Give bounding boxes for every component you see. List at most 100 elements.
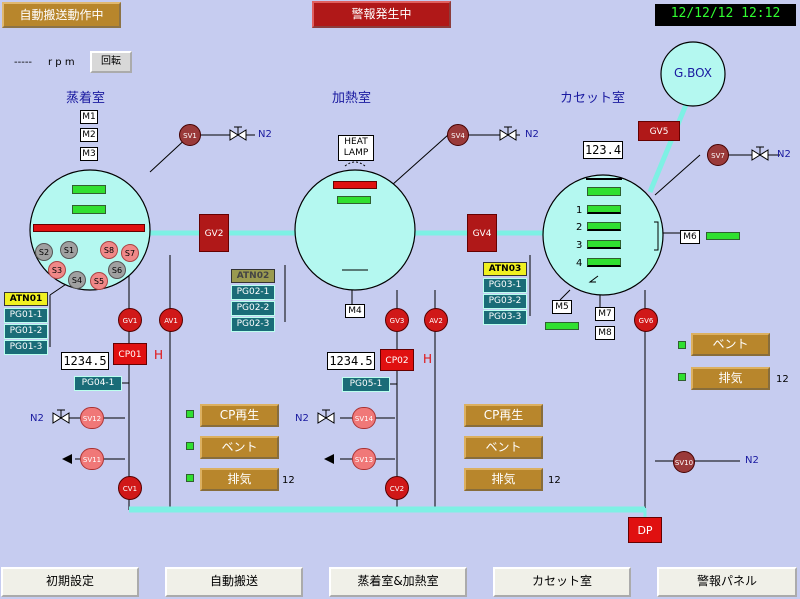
cryo-pump-cp01[interactable]: CP01 <box>113 343 147 365</box>
gauge-atn02[interactable]: ATN02 <box>231 269 275 283</box>
cp-regen-button-2[interactable]: CP再生 <box>464 404 543 427</box>
rpm-unit: r p m <box>48 57 75 68</box>
gauge-atn03[interactable]: ATN03 <box>483 262 527 276</box>
valve-cv1[interactable]: CV1 <box>118 476 142 500</box>
exhaust-count-2: 12 <box>548 475 561 486</box>
n2-label-1: N2 <box>258 129 272 140</box>
slot-label-3: 3 <box>576 240 583 251</box>
valve-sv13[interactable]: SV13 <box>352 448 376 470</box>
valve-sv11[interactable]: SV11 <box>80 448 104 470</box>
cp-regen-button-1[interactable]: CP再生 <box>200 404 279 427</box>
gauge-pg02-1[interactable]: PG02-1 <box>231 285 275 300</box>
cp02-state: H <box>423 352 433 366</box>
gauge-pg01-2[interactable]: PG01-2 <box>4 324 48 339</box>
datetime-display: 12/12/12 12:12 <box>655 4 796 26</box>
exhaust-count-1: 12 <box>282 475 295 486</box>
cassette-chamber-title: カセット室 <box>560 91 626 106</box>
vent-button-1[interactable]: ベント <box>200 436 279 459</box>
valve-gv5[interactable]: GV5 <box>638 121 680 141</box>
motor-m5: M5 <box>552 300 572 314</box>
heat-text: HEAT <box>344 137 368 147</box>
valve-cv2[interactable]: CV2 <box>385 476 409 500</box>
deposition-chamber-title: 蒸着室 <box>66 91 106 106</box>
gauge-pg01-1[interactable]: PG01-1 <box>4 308 48 323</box>
exhaust-count-3: 12 <box>776 374 789 385</box>
n2-label-5: N2 <box>295 413 309 424</box>
rotate-button[interactable]: 回転 <box>90 51 132 73</box>
gauge-pg03-2[interactable]: PG03-2 <box>483 294 527 309</box>
substrate-indicator-1 <box>72 185 106 194</box>
cassette-top-line <box>586 178 622 180</box>
gauge-pg05-1[interactable]: PG05-1 <box>342 377 390 392</box>
exhaust-button-2[interactable]: 排気 <box>464 468 543 491</box>
exhaust-button-1[interactable]: 排気 <box>200 468 279 491</box>
auto-transfer-status: 自動搬送動作中 <box>2 2 121 28</box>
nav-alarm-panel[interactable]: 警報パネル <box>657 567 797 597</box>
gauge-pg02-3[interactable]: PG02-3 <box>231 317 275 332</box>
source-s8[interactable]: S8 <box>100 241 118 259</box>
dry-pump-dp[interactable]: DP <box>628 517 662 543</box>
valve-sv7[interactable]: SV7 <box>707 144 729 166</box>
cp01-value: 1234.5 <box>61 352 109 370</box>
cp02-value: 1234.5 <box>327 352 375 370</box>
exhaust-indicator-1 <box>186 474 194 482</box>
gauge-pg04-1[interactable]: PG04-1 <box>74 376 122 391</box>
valve-gv6[interactable]: GV6 <box>634 308 658 332</box>
source-s5[interactable]: S5 <box>90 272 108 290</box>
vent-indicator-3 <box>678 341 686 349</box>
exhaust-indicator-3 <box>678 373 686 381</box>
cassette-value: 123.4 <box>583 141 623 159</box>
source-s1[interactable]: S1 <box>60 241 78 259</box>
heating-chamber <box>294 169 416 291</box>
cassette-slot-4 <box>587 258 621 267</box>
valve-gv4[interactable]: GV4 <box>467 214 497 252</box>
valve-sv10[interactable]: SV10 <box>673 451 695 473</box>
vent-button-2[interactable]: ベント <box>464 436 543 459</box>
vent-button-3[interactable]: ベント <box>691 333 770 356</box>
cassette-slot-1 <box>587 205 621 214</box>
n2-label-2: N2 <box>525 129 539 140</box>
source-s3[interactable]: S3 <box>48 261 66 279</box>
slot-label-1: 1 <box>576 205 583 216</box>
cassette-slot-2 <box>587 222 621 231</box>
gauge-pg02-2[interactable]: PG02-2 <box>231 301 275 316</box>
nav-initial-settings[interactable]: 初期設定 <box>1 567 139 597</box>
gauge-pg01-3[interactable]: PG01-3 <box>4 340 48 355</box>
n2-label-3: N2 <box>777 149 791 160</box>
substrate-indicator-2 <box>72 205 106 214</box>
gauge-pg03-3[interactable]: PG03-3 <box>483 310 527 325</box>
cassette-chamber <box>542 174 664 296</box>
cassette-slot-3 <box>587 240 621 249</box>
source-s2[interactable]: S2 <box>35 243 53 261</box>
exhaust-button-3[interactable]: 排気 <box>691 367 770 390</box>
valve-sv4[interactable]: SV4 <box>447 124 469 146</box>
m5-indicator <box>545 322 579 330</box>
valve-gv2[interactable]: GV2 <box>199 214 229 252</box>
alarm-status[interactable]: 警報発生中 <box>312 1 451 28</box>
valve-sv1[interactable]: SV1 <box>179 124 201 146</box>
valve-gv1[interactable]: GV1 <box>118 308 142 332</box>
valve-sv12[interactable]: SV12 <box>80 407 104 429</box>
gauge-pg03-1[interactable]: PG03-1 <box>483 278 527 293</box>
nav-cassette[interactable]: カセット室 <box>493 567 631 597</box>
gauge-atn01[interactable]: ATN01 <box>4 292 48 306</box>
heat-lamp-label: HEAT LAMP <box>338 135 374 161</box>
valve-gv3[interactable]: GV3 <box>385 308 409 332</box>
gbox-circle <box>660 41 726 107</box>
n2-label-6: N2 <box>745 455 759 466</box>
nav-deposition-heating[interactable]: 蒸着室&加熱室 <box>329 567 467 597</box>
valve-sv14[interactable]: SV14 <box>352 407 376 429</box>
gbox-label: G.BOX <box>673 66 713 80</box>
valve-av2[interactable]: AV2 <box>424 308 448 332</box>
motor-m1: M1 <box>80 110 98 124</box>
slot-label-2: 2 <box>576 222 583 233</box>
deposition-heater-bar <box>33 224 145 232</box>
valve-av1[interactable]: AV1 <box>159 308 183 332</box>
source-s6[interactable]: S6 <box>108 261 126 279</box>
source-s7[interactable]: S7 <box>121 244 139 262</box>
cryo-pump-cp02[interactable]: CP02 <box>380 349 414 371</box>
motor-m4: M4 <box>345 304 365 318</box>
nav-auto-transfer[interactable]: 自動搬送 <box>165 567 303 597</box>
source-s4[interactable]: S4 <box>68 271 86 289</box>
